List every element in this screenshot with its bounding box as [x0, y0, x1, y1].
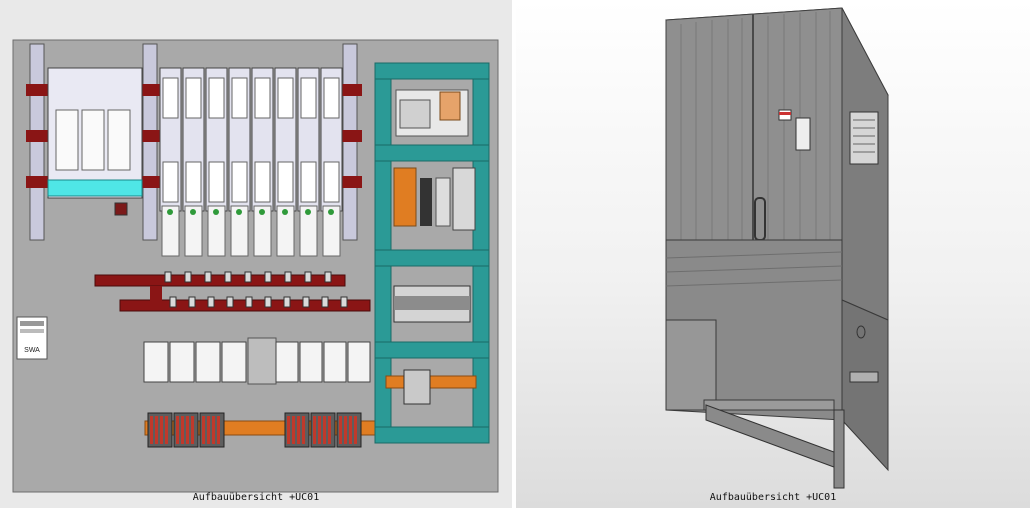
layout-2d-view[interactable]: SWA Au — [0, 0, 512, 508]
info-label — [795, 117, 811, 151]
ventilation-grille — [849, 111, 879, 165]
circuit-breaker-row — [143, 337, 371, 385]
fuse-switch-strip — [159, 67, 343, 257]
busbar-supports — [26, 84, 362, 188]
base-ribs — [665, 251, 843, 287]
busbar-bolts — [164, 271, 348, 308]
breaker-module — [323, 341, 347, 383]
enclosure-3d-view[interactable]: Aufbauübersicht +UC01 — [516, 0, 1030, 508]
breaker-module — [195, 341, 221, 383]
din-rail-frame — [374, 62, 490, 444]
enclosure-drawing — [665, 7, 889, 489]
label-card: SWA — [16, 316, 48, 360]
left-view-caption: Aufbauübersicht +UC01 — [192, 492, 320, 503]
breaker-module — [275, 341, 299, 383]
horizontal-busbars — [94, 274, 371, 312]
grille-slats — [853, 119, 875, 153]
panel-drawing: SWA — [12, 39, 499, 493]
breaker-module — [347, 341, 371, 383]
main-switch-disconnector — [47, 67, 143, 216]
right-view-caption: Aufbauübersicht +UC01 — [709, 492, 837, 503]
breaker-module — [221, 341, 247, 383]
breaker-module — [143, 341, 169, 383]
breaker-module — [299, 341, 323, 383]
stand-frame — [665, 319, 717, 411]
cable-entry-hole — [856, 325, 866, 339]
breaker-module — [169, 341, 195, 383]
label-card-text: SWA — [24, 347, 40, 354]
frame-devices — [385, 89, 477, 405]
switch-handle-highlight — [47, 179, 143, 197]
terminal-blocks — [147, 412, 362, 448]
